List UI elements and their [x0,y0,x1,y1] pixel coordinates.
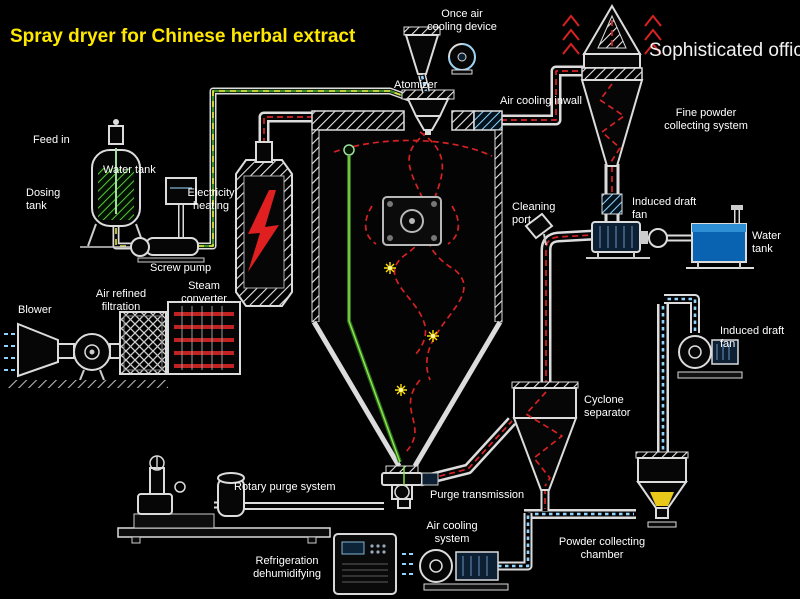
label-once-air-cooling-device: Once air cooling device [427,8,497,34]
water-tank-right-unit [686,223,754,269]
air-cooling-system-unit [402,549,509,591]
pipe-right-vertical [657,294,700,452]
label-air-cooling-inwall: Air cooling inwall [500,95,582,107]
cooling-fan-icon [448,43,476,75]
label-dosing-tank: Dosing tank [26,187,61,213]
electricity-heater-unit [235,141,293,307]
exhaust-arrows [562,14,662,55]
particle-burst [395,384,407,396]
label-steam-converter: Steam converter [181,280,227,306]
label-air-refined-filtration: Air refined filtration [95,288,147,314]
page-title: Spray dryer for Chinese herbal extract [10,26,356,47]
label-atomizer: Atomizer [394,79,438,91]
blower-unit [4,322,168,388]
label-air-cooling-system: Air cooling system [426,520,478,546]
pipe-cyclone-stem [601,164,623,224]
label-cyclone-separator: Cyclone separator [584,394,631,420]
cyclone-separator-unit [511,381,579,491]
induced-draft-fan-right-unit [677,335,743,379]
label-feed-in: Feed in [33,134,70,146]
label-powder-collecting-chamber: Powder collecting chamber [558,536,646,562]
air-cooling-inwall-band [473,110,503,131]
fine-powder-collecting-cyclone [562,4,662,167]
cleaning-port-unit [524,212,554,246]
pipe-powder-transport [524,488,636,519]
label-fine-powder-collecting-system: Fine powder collecting system [664,107,748,133]
atomizer-unit [401,89,455,135]
lightning-icon [248,190,279,272]
watermark-text: Sophisticated officina [649,40,800,61]
pipe-water-tank-right [667,205,743,242]
feed-line-in-chamber [343,144,402,463]
pipe-heater-to-chamber [258,111,313,144]
rotary-purge-drive-unit [117,455,331,544]
rotary-valve-unit [381,465,439,509]
label-blower: Blower [18,304,52,316]
once-air-cooling-device [403,26,476,93]
pipe-chamber-to-cyclone [501,65,584,126]
label-cleaning-port: Cleaning port [512,201,556,227]
pipe-air-cooling-riser [498,513,533,571]
screw-pump-unit [130,237,205,263]
dosing-tank-unit [80,119,150,248]
label-screw-pump: Screw pump [150,262,212,274]
induced-draft-fan-top-unit [586,221,668,259]
label-purge-transmission: Purge transmission [430,489,525,501]
label-induced-draft-fan-right: Induced draft fan [720,325,785,351]
steam-converter-unit [167,301,241,375]
particle-burst [427,330,439,342]
powder-collecting-chamber-unit [635,451,689,528]
label-induced-draft-fan-top: Induced draft fan [632,196,697,222]
drying-chamber [311,110,503,468]
label-rotary-purge-system: Rotary purge system [234,481,336,493]
water-tank-left-unit [165,177,197,205]
label-water-tank-right: Water tank [752,230,781,256]
pipe-separator-to-fan [540,229,595,388]
air-filter-unit [119,311,167,375]
label-electricity-heating: Electricity heating [187,187,235,213]
refrigeration-cabinet [333,533,397,595]
spray-pattern [333,131,493,453]
particle-burst [384,262,396,274]
label-water-tank-left: Water tank [103,164,156,176]
label-refrigeration-dehumidifying: Refrigeration dehumidifying [253,555,321,581]
chamber-inspection-device [382,196,442,246]
